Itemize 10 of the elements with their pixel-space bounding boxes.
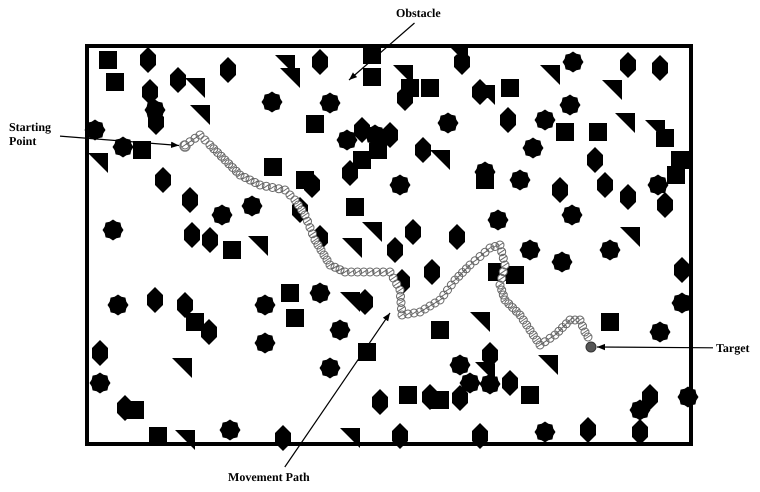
- annotation-label: Target: [716, 341, 760, 355]
- leader-arrow: [60, 136, 180, 148]
- leader-arrow: [597, 344, 713, 350]
- annotation-label: Movement Path: [228, 470, 328, 484]
- annotation-label: Obstacle: [396, 6, 456, 20]
- target-marker: [586, 342, 596, 352]
- movement-path-drawing: [180, 130, 592, 350]
- leader-arrow: [284, 312, 390, 468]
- annotation-label: Starting Point: [9, 120, 57, 148]
- leader-arrow: [348, 22, 415, 80]
